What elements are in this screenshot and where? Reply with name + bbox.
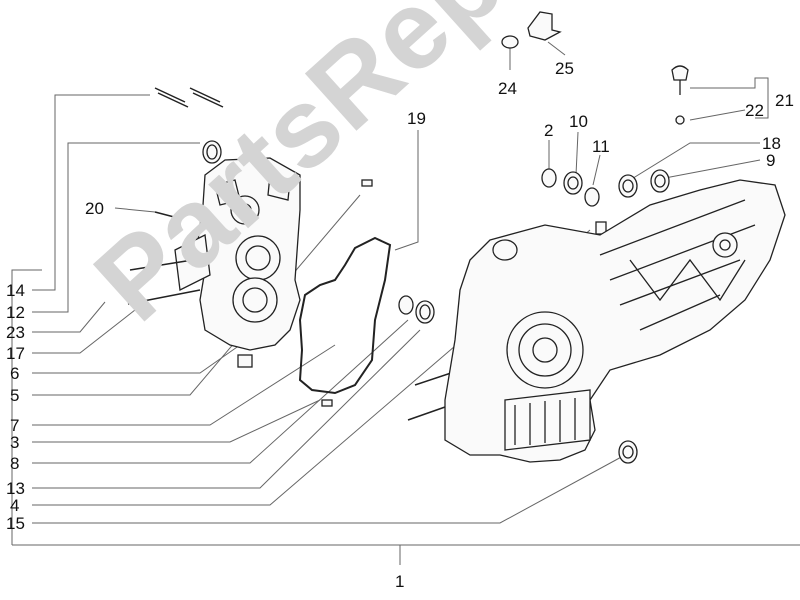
label-22: 22 <box>745 101 764 120</box>
leader-line-7 <box>32 344 336 426</box>
label-14: 14 <box>6 281 25 300</box>
leader-line-12 <box>32 142 200 313</box>
label-25: 25 <box>555 59 574 78</box>
label-19: 19 <box>407 109 426 128</box>
leader-line-10 <box>575 131 579 176</box>
leader-line-15 <box>32 454 626 524</box>
label-7: 7 <box>10 416 20 435</box>
leader-line-3 <box>32 399 321 443</box>
label-9: 9 <box>766 151 776 170</box>
label-10: 10 <box>569 112 588 131</box>
label-15: 15 <box>6 514 25 533</box>
label-18: 18 <box>762 134 781 153</box>
label-12: 12 <box>6 303 25 322</box>
seals-bearings <box>202 35 689 464</box>
leader-line-9 <box>664 159 761 179</box>
bracket-part <box>527 11 562 41</box>
leader-line-18 <box>629 142 760 181</box>
label-13: 13 <box>6 479 25 498</box>
leader-line-19 <box>394 130 419 251</box>
label-3: 3 <box>10 433 20 452</box>
leader-line-17 <box>32 309 136 354</box>
label-5: 5 <box>10 386 20 405</box>
label-11: 11 <box>592 137 610 156</box>
leader-line-21 <box>690 77 769 119</box>
right-crankcase-half <box>444 179 786 463</box>
leader-line-8 <box>32 319 409 464</box>
gasket <box>298 236 392 395</box>
studs <box>127 87 476 421</box>
label-2: 2 <box>544 121 554 140</box>
label-21: 21 <box>775 91 794 110</box>
leader-line-23 <box>32 301 106 333</box>
label-6: 6 <box>10 364 20 383</box>
label-17: 17 <box>6 344 25 363</box>
label-20: 20 <box>85 199 104 218</box>
label-24: 24 <box>498 79 517 98</box>
bracket-1 <box>11 269 42 545</box>
leader-lines <box>11 41 800 565</box>
label-8: 8 <box>10 454 20 473</box>
leader-line-20 <box>114 207 156 213</box>
leader-line-6 <box>32 344 241 374</box>
leader-line-11 <box>592 154 601 186</box>
leader-line-14 <box>32 94 150 291</box>
leader-line-5 <box>32 194 361 396</box>
left-crankcase-half <box>174 157 301 351</box>
label-23: 23 <box>6 323 25 342</box>
label-4: 4 <box>10 496 20 515</box>
leader-line-13 <box>32 329 421 489</box>
leader-line-22 <box>689 109 746 121</box>
label-1: 1 <box>395 572 405 591</box>
leader-line-25 <box>547 41 566 56</box>
